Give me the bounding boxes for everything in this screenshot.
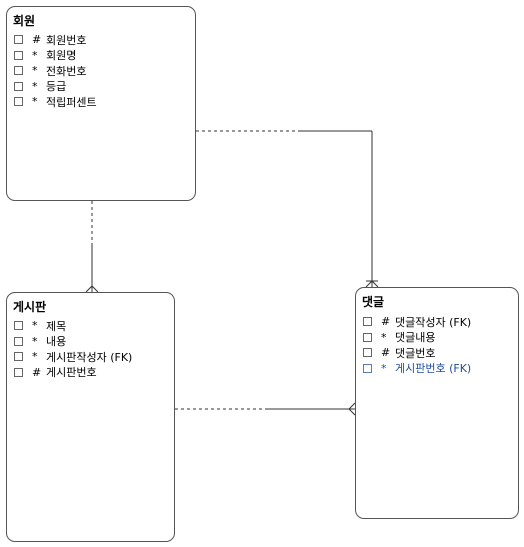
attribute-row[interactable]: * 내용 (14, 334, 132, 350)
attribute-name: 댓글작성자 (FK) (395, 315, 472, 329)
relationship-member-comment[interactable] (196, 130, 379, 288)
attribute-row[interactable]: * 제목 (14, 318, 132, 334)
attribute-symbol: * (381, 361, 387, 375)
attribute-name: 게시판번호 (FK) (395, 362, 472, 376)
relationship-member-board[interactable] (85, 201, 99, 293)
attribute-symbol: * (32, 64, 38, 78)
attribute-symbol: # (381, 315, 391, 329)
attribute-row[interactable]: * 회원명 (14, 48, 97, 64)
attribute-name: 적립퍼센트 (46, 95, 97, 109)
checkbox-icon (363, 363, 372, 373)
entity-board[interactable]: 게시판 * 제목 * 내용 * 게시판작성자 (FK) # 게시판번호 (6, 292, 175, 542)
checkbox-icon (14, 66, 23, 76)
attribute-name: 댓글내용 (395, 331, 436, 345)
checkbox-icon (14, 50, 23, 60)
attribute-row[interactable]: * 전화번호 (14, 63, 97, 79)
attribute-symbol: * (381, 330, 387, 344)
attribute-name: 게시판번호 (46, 366, 97, 380)
checkbox-icon (14, 321, 23, 331)
attribute-row[interactable]: # 게시판번호 (14, 365, 132, 381)
checkbox-icon (363, 317, 372, 327)
attribute-name: 제목 (46, 319, 67, 333)
attribute-list: * 제목 * 내용 * 게시판작성자 (FK) # 게시판번호 (14, 318, 132, 380)
attribute-row[interactable]: * 게시판번호 (FK) (363, 361, 471, 377)
entity-title: 회원 (13, 14, 36, 28)
entity-title: 댓글 (362, 295, 385, 309)
attribute-row[interactable]: # 회원번호 (14, 32, 97, 48)
attribute-name: 내용 (46, 335, 67, 349)
attribute-list: # 댓글작성자 (FK) * 댓글내용 # 댓글번호 * 게시판번호 (FK) (363, 314, 471, 376)
attribute-row[interactable]: * 댓글내용 (363, 330, 471, 346)
attribute-symbol: # (32, 365, 42, 379)
attribute-row[interactable]: # 댓글작성자 (FK) (363, 314, 471, 330)
attribute-name: 전화번호 (46, 64, 87, 78)
attribute-name: 등급 (46, 80, 67, 94)
checkbox-icon (14, 35, 23, 45)
checkbox-icon (14, 336, 23, 346)
attribute-list: # 회원번호 * 회원명 * 전화번호 * 등급 * 적립퍼센트 (14, 32, 97, 110)
checkbox-icon (14, 81, 23, 91)
attribute-name: 댓글번호 (395, 346, 436, 360)
attribute-symbol: * (32, 350, 38, 364)
relationship-board-comment[interactable] (175, 402, 356, 416)
attribute-name: 회원번호 (46, 33, 87, 47)
checkbox-icon (14, 352, 23, 362)
entity-title: 게시판 (13, 300, 47, 314)
attribute-row[interactable]: * 게시판작성자 (FK) (14, 349, 132, 365)
attribute-symbol: * (32, 319, 38, 333)
attribute-symbol: * (32, 79, 38, 93)
attribute-row[interactable]: # 댓글번호 (363, 345, 471, 361)
checkbox-icon (363, 348, 372, 358)
attribute-symbol: * (32, 334, 38, 348)
attribute-row[interactable]: * 등급 (14, 79, 97, 95)
checkbox-icon (363, 332, 372, 342)
checkbox-icon (14, 367, 23, 377)
entity-comment[interactable]: 댓글 # 댓글작성자 (FK) * 댓글내용 # 댓글번호 * 게시판번호 (F… (355, 287, 519, 519)
attribute-symbol: * (32, 95, 38, 109)
entity-member[interactable]: 회원 # 회원번호 * 회원명 * 전화번호 * 등급 * 적립퍼센트 (6, 6, 196, 201)
attribute-name: 게시판작성자 (FK) (46, 350, 133, 364)
attribute-name: 회원명 (46, 49, 77, 63)
attribute-row[interactable]: * 적립퍼센트 (14, 94, 97, 110)
attribute-symbol: * (32, 48, 38, 62)
attribute-symbol: # (32, 33, 42, 47)
attribute-symbol: # (381, 346, 391, 360)
checkbox-icon (14, 97, 23, 107)
